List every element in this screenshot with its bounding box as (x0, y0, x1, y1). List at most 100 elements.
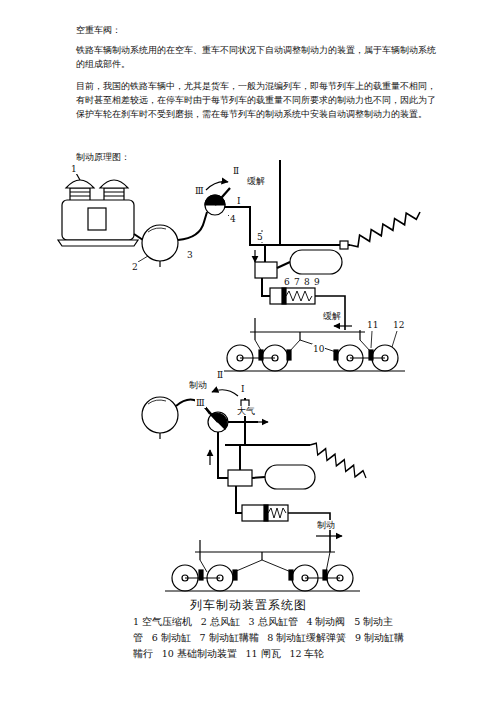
figure-caption: 列车制动装置系统图 (0, 598, 496, 612)
main-reservoir (138, 225, 178, 267)
main-reservoir (142, 397, 178, 439)
key-entry: 4 制动阀 (306, 616, 345, 627)
flow-arrow (254, 250, 255, 262)
flow-arrow (258, 421, 268, 422)
callout-label: 1 (70, 164, 78, 174)
brake-cylinder (315, 296, 345, 330)
air-compressor (66, 180, 94, 188)
air-compressor (58, 240, 138, 246)
wheel-set (371, 331, 397, 348)
pipe-fitting (340, 241, 348, 249)
release-arrow (334, 325, 352, 326)
wheel-set (334, 350, 338, 360)
wheel-set (289, 570, 293, 580)
callout-label: 缓解 (246, 176, 266, 186)
brake-arrow (316, 535, 342, 536)
wheel-set (165, 565, 360, 591)
paragraph: 铁路车辆制动系统用的在空车、重车不同状况下自动调整制动力的装置，属于车辆制动系统… (76, 43, 442, 71)
air-compressor (134, 234, 143, 240)
key-entry: 8 制动缸缓解弹簧 (267, 632, 346, 643)
callout-label: 11 (366, 320, 379, 330)
callout-label: 大气 (236, 406, 256, 416)
wheel-set (185, 577, 340, 578)
auxiliary-reservoir (265, 465, 315, 489)
key-entry: 1 空气压缩机 (133, 616, 192, 627)
wheel-set (165, 590, 360, 591)
wheel-set (323, 570, 327, 580)
key-entry: 3 总风缸管 (249, 616, 298, 627)
callout-label: 7 (293, 277, 301, 287)
brake-figure (142, 390, 366, 591)
main-reservoir (138, 256, 148, 262)
brake-pipe (279, 160, 281, 245)
release-figure (58, 160, 420, 371)
brake-pipe (225, 207, 350, 245)
wheel-set (259, 350, 263, 360)
brake-figure (236, 486, 242, 513)
foundation-brake (200, 540, 262, 560)
callout-label: 4 (229, 214, 237, 224)
key-entry: 2 总风缸 (201, 616, 240, 627)
key-entry: 6 制动缸 (152, 632, 191, 643)
callout-label: Ⅰ (240, 384, 246, 394)
callout-label: 8 (303, 277, 311, 287)
wheel-set (369, 350, 373, 360)
release-figure (264, 245, 266, 262)
key-entry: 7 制动缸鞲鞴 (200, 632, 259, 643)
brake-cylinder (288, 513, 330, 552)
callout-label: Ⅲ (195, 398, 206, 408)
foundation-brake (195, 551, 335, 552)
release-figure (262, 278, 270, 296)
wheel-set (220, 331, 405, 371)
callout-label: 3 (186, 250, 194, 260)
brake-figure (252, 477, 265, 478)
key-entry: 11 闸瓦 (246, 648, 281, 659)
wheel-set (220, 370, 405, 371)
reservoir-pipe (178, 212, 207, 240)
air-compressor (58, 173, 143, 246)
callout-label: Ⅰ (236, 196, 242, 206)
air-compressor (62, 200, 134, 240)
brake-figure (239, 445, 241, 470)
callout-label: 缓解 (322, 311, 342, 321)
brake-pipe (218, 432, 228, 478)
callout-label: 12 (392, 320, 405, 330)
callout-label: 10 (312, 344, 325, 354)
main-reservoir (142, 397, 178, 433)
key-entry: 10 基础制动装置 (162, 648, 237, 659)
hose-coupling (310, 443, 366, 478)
wheel-set (233, 570, 237, 580)
callout-label: Ⅱ (216, 370, 224, 380)
release-figure (277, 262, 290, 268)
hose-coupling (350, 212, 420, 247)
air-compressor (100, 180, 128, 188)
brake-cylinder (270, 288, 345, 330)
brake-cylinder (242, 505, 288, 521)
parts-key: 1 空气压缩机 2 总风缸 3 总风缸管 4 制动阀 5 制动主管 6 制动缸 … (133, 614, 405, 662)
key-entry: 12 车轮 (289, 648, 324, 659)
main-reservoir (148, 400, 166, 404)
callout-label: 9 (313, 277, 321, 287)
heading: 空重车阀： (76, 23, 442, 37)
auxiliary-reservoir (290, 250, 342, 274)
brake-valve (204, 390, 238, 432)
callout-label: Ⅲ (194, 186, 205, 196)
main-reservoir (148, 228, 166, 232)
brake-valve (212, 390, 238, 396)
foundation-brake (250, 331, 365, 332)
brake-cylinder (270, 288, 315, 304)
wheel-set (199, 570, 203, 580)
callout-label: 2 (131, 262, 139, 272)
brake-cylinder (282, 288, 286, 304)
brake-valve (206, 182, 228, 190)
triple-valve (228, 470, 252, 486)
triple-valve (255, 262, 277, 278)
exhaust-pipe (228, 421, 258, 423)
brake-valve (204, 406, 218, 422)
callout-label: 制动 (316, 520, 336, 530)
air-compressor (88, 208, 106, 230)
foundation-brake (255, 318, 360, 340)
main-reservoir (159, 261, 160, 267)
